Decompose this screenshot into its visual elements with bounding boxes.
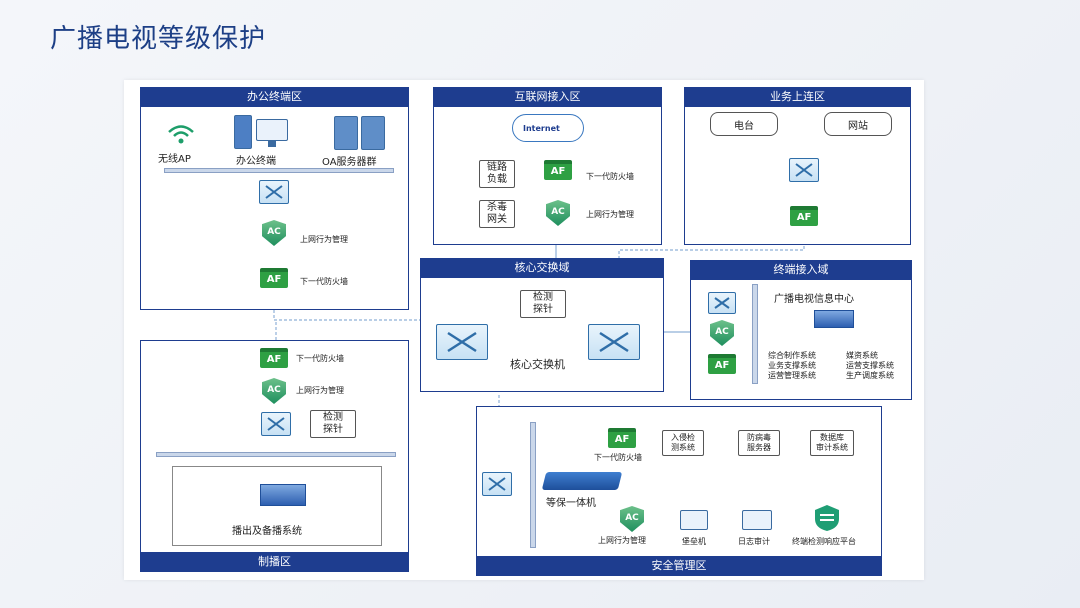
- security-bus: [530, 422, 536, 548]
- radio-box: 电台: [710, 112, 778, 136]
- terminal-center-label: 广播电视信息中心: [774, 294, 854, 305]
- pc-label: 办公终端: [236, 156, 276, 167]
- wifi-label: 无线AP: [158, 154, 191, 165]
- core-switch-label: 核心交换机: [510, 358, 565, 371]
- office-switch-icon: [259, 180, 289, 204]
- broadcast-af-label: 下一代防火墙: [296, 354, 344, 363]
- terminal-building-icon: [814, 310, 854, 328]
- internet-ac-label: 上网行为管理: [586, 210, 634, 219]
- security-af-icon: AF: [608, 428, 636, 448]
- antivirus-gw-box: 杀毒 网关: [479, 200, 515, 228]
- broadcast-af-icon: AF: [260, 348, 288, 368]
- office-zone-header: 办公终端区: [140, 87, 409, 107]
- core-switch-left-icon: [436, 324, 488, 360]
- broadcast-probe-box: 检测 探针: [310, 410, 356, 438]
- terminal-sys2: 媒资系统: [846, 351, 878, 360]
- log-audit-label: 日志审计: [738, 537, 770, 546]
- terminal-sys4: 运营支撑系统: [846, 361, 894, 370]
- terminal-bus: [752, 284, 758, 384]
- internet-zone-header: 互联网接入区: [433, 87, 662, 107]
- network-diagram: 办公终端区 无线AP 办公终端 OA服务器群 AC 上网行为管理 AF 下一代防…: [124, 80, 924, 580]
- wifi-icon: [168, 125, 194, 144]
- terminal-zone-header: 终端接入域: [690, 260, 912, 280]
- core-zone-header: 核心交换域: [420, 258, 664, 278]
- website-box: 网站: [824, 112, 892, 136]
- internet-cloud-icon: [512, 114, 584, 142]
- broadcast-ac-label: 上网行为管理: [296, 386, 344, 395]
- terminal-sys3: 业务支撑系统: [768, 361, 816, 370]
- office-bus: [164, 168, 394, 173]
- internet-af-label: 下一代防火墙: [586, 172, 634, 181]
- broadcast-zone-header: 制播区: [140, 552, 409, 572]
- security-af-label: 下一代防火墙: [594, 453, 642, 462]
- business-af-icon: AF: [790, 206, 818, 226]
- bastion-label: 堡垒机: [682, 537, 706, 546]
- office-af-icon: AF: [260, 268, 288, 288]
- server-label: OA服务器群: [322, 157, 377, 168]
- ids-box: 入侵检 测系统: [662, 430, 704, 456]
- server-icon: [334, 116, 386, 150]
- db-audit-box: 数据库 审计系统: [810, 430, 854, 456]
- security-zone-header: 安全管理区: [476, 556, 882, 576]
- endpoint-shield-icon: [815, 505, 839, 531]
- broadcast-bus: [156, 452, 396, 457]
- security-ac-label: 上网行为管理: [598, 536, 646, 545]
- security-switch-icon: [482, 472, 512, 496]
- business-zone-header: 业务上连区: [684, 87, 911, 107]
- business-switch-icon: [789, 158, 819, 182]
- appliance-label: 等保一体机: [546, 498, 596, 509]
- terminal-sys1: 综合制作系统: [768, 351, 816, 360]
- office-ac-label: 上网行为管理: [300, 235, 348, 244]
- broadcast-system-frame: [172, 466, 382, 546]
- internet-cloud-label: Internet: [523, 124, 560, 133]
- internet-af-icon: AF: [544, 160, 572, 180]
- core-probe-box: 检测 探针: [520, 290, 566, 318]
- bastion-icon: [680, 510, 708, 530]
- page-title: 广播电视等级保护: [50, 24, 267, 54]
- link-lb-box: 链路 负载: [479, 160, 515, 188]
- terminal-sys6: 生产调度系统: [846, 371, 894, 380]
- terminal-af-icon: AF: [708, 354, 736, 374]
- endpoint-label: 终端检测响应平台: [792, 537, 856, 546]
- terminal-sys5: 运营管理系统: [768, 371, 816, 380]
- core-switch-right-icon: [588, 324, 640, 360]
- pc-icon: [234, 115, 288, 149]
- antivirus-server-box: 防病毒 服务器: [738, 430, 780, 456]
- broadcast-switch-icon: [261, 412, 291, 436]
- log-audit-icon: [742, 510, 772, 530]
- terminal-switch-icon: [708, 292, 736, 314]
- appliance-icon: [541, 472, 623, 490]
- broadcast-building-icon: [260, 484, 306, 506]
- office-af-label: 下一代防火墙: [300, 277, 348, 286]
- broadcast-system-label: 播出及备播系统: [232, 526, 302, 537]
